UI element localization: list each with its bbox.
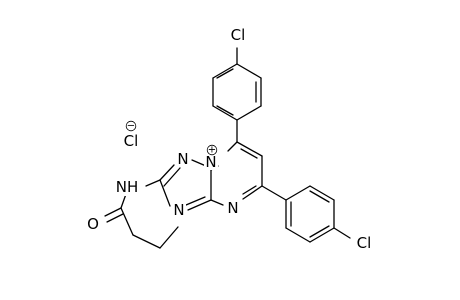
bond [236, 105, 262, 121]
atom-n-pyrimidine: N [227, 199, 238, 217]
bond [236, 141, 263, 157]
bond [159, 179, 171, 207]
bond [309, 185, 335, 201]
bonds [104, 47, 351, 249]
bond [212, 105, 238, 121]
bond [187, 199, 212, 211]
bond [132, 234, 161, 249]
bond [120, 207, 134, 236]
atom-n-plus: N [205, 153, 216, 171]
positive-charge: + [208, 145, 216, 156]
bond [104, 207, 122, 217]
bond [242, 185, 257, 195]
bond [191, 159, 207, 167]
bond [227, 141, 238, 152]
negative-charge-circle [125, 120, 137, 132]
bond [159, 226, 179, 249]
positive-charge-circle [206, 144, 218, 156]
bond [163, 167, 181, 187]
atom-cl-right: Cl [357, 234, 372, 252]
bond [145, 179, 161, 187]
bond [242, 185, 263, 200]
bond [106, 213, 124, 223]
atom-o: O [87, 215, 99, 233]
bond [285, 185, 311, 201]
chloride-ion: Cl [124, 132, 139, 150]
negative-charge: − [127, 121, 135, 132]
atom-labels: Cl N + N N N NH O Cl Cl − [85, 26, 376, 252]
bond [309, 225, 330, 238]
atom-cl-top: Cl [231, 26, 246, 44]
bond [309, 227, 335, 243]
bond [333, 227, 351, 239]
atom-n-bridgehead: N [173, 201, 184, 219]
bond [261, 185, 287, 201]
bond [236, 63, 262, 79]
bond [216, 105, 234, 116]
bond [212, 63, 238, 79]
bond [120, 193, 127, 209]
bond [159, 164, 175, 181]
bond [210, 199, 224, 206]
atom-nh: NH [116, 178, 139, 196]
bond [185, 196, 206, 206]
bond [285, 227, 311, 243]
bond [216, 68, 234, 79]
bond [240, 148, 258, 159]
bond [309, 190, 330, 203]
atom-n-triazole-upper: N [177, 150, 188, 168]
